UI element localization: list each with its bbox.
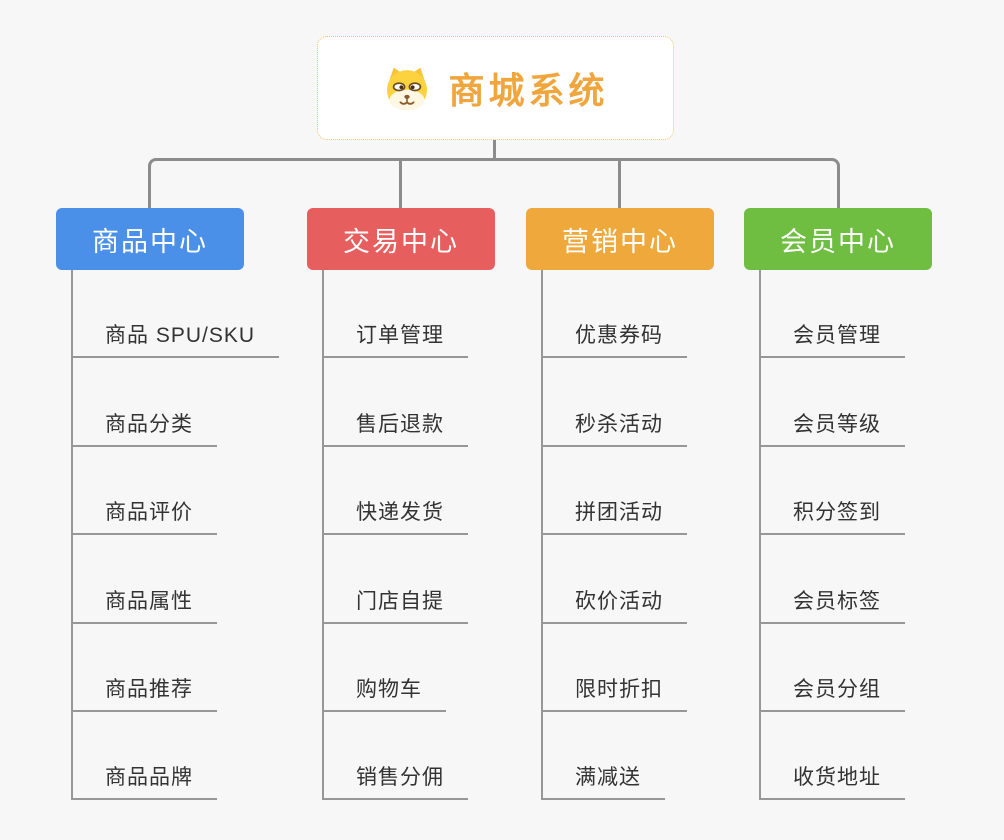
connector-horizontal-bar — [158, 158, 828, 161]
leaf-node[interactable]: 商品推荐 — [71, 624, 279, 712]
leaf-node-label: 订单管理 — [322, 319, 468, 359]
leaf-node-label: 会员分组 — [759, 673, 905, 712]
leaf-node-label: 秒杀活动 — [541, 408, 687, 447]
leaf-node-label: 满减送 — [541, 761, 665, 801]
leaf-node[interactable]: 商品 SPU/SKU — [71, 270, 280, 359]
leaf-node-label: 收货地址 — [759, 761, 905, 801]
branch-label: 营销中心 — [562, 226, 678, 257]
connector-drop-trade — [399, 158, 402, 208]
leaf-node-label: 优惠券码 — [541, 319, 687, 359]
leaf-list-trade-center: 订单管理 售后退款 快递发货 门店自提 购物车 销售分佣 — [322, 270, 468, 801]
leaf-node-label: 商品推荐 — [71, 673, 217, 712]
leaf-node[interactable]: 收货地址 — [759, 712, 905, 801]
leaf-node-label: 销售分佣 — [322, 761, 468, 801]
leaf-node[interactable]: 会员分组 — [759, 624, 905, 712]
branch-node-marketing-center[interactable]: 营销中心 — [526, 208, 714, 270]
leaf-node-label: 商品 SPU/SKU — [71, 319, 280, 359]
connector-corner-right — [824, 158, 840, 208]
leaf-node[interactable]: 商品分类 — [71, 358, 279, 447]
leaf-node[interactable]: 限时折扣 — [541, 624, 687, 712]
dog-face-icon — [382, 65, 432, 112]
leaf-node[interactable]: 会员等级 — [759, 358, 905, 447]
leaf-node-label: 门店自提 — [322, 585, 468, 624]
leaf-node-label: 限时折扣 — [541, 673, 687, 712]
leaf-node[interactable]: 门店自提 — [322, 535, 468, 624]
branch-label: 交易中心 — [343, 226, 459, 257]
leaf-node[interactable]: 购物车 — [322, 624, 468, 712]
leaf-node[interactable]: 商品品牌 — [71, 712, 279, 801]
leaf-node[interactable]: 会员管理 — [759, 270, 905, 359]
leaf-node[interactable]: 积分签到 — [759, 447, 905, 536]
leaf-node-label: 商品品牌 — [71, 761, 217, 801]
leaf-node[interactable]: 快递发货 — [322, 447, 468, 536]
leaf-node[interactable]: 商品属性 — [71, 535, 279, 624]
leaf-node-label: 会员管理 — [759, 319, 905, 359]
leaf-node[interactable]: 售后退款 — [322, 358, 468, 447]
leaf-node[interactable]: 秒杀活动 — [541, 358, 687, 447]
branch-label: 商品中心 — [92, 226, 208, 257]
branch-node-product-center[interactable]: 商品中心 — [56, 208, 244, 270]
branch-node-member-center[interactable]: 会员中心 — [744, 208, 932, 270]
connector-drop-marketing — [618, 158, 621, 208]
leaf-list-marketing-center: 优惠券码 秒杀活动 拼团活动 砍价活动 限时折扣 满减送 — [541, 270, 687, 801]
leaf-node[interactable]: 商品评价 — [71, 447, 279, 536]
leaf-node-label: 购物车 — [322, 673, 446, 712]
leaf-node-label: 商品属性 — [71, 585, 217, 624]
leaf-node[interactable]: 拼团活动 — [541, 447, 687, 536]
leaf-node-label: 售后退款 — [322, 408, 468, 447]
leaf-node-label: 会员标签 — [759, 585, 905, 624]
leaf-node-label: 会员等级 — [759, 408, 905, 447]
leaf-node-label: 拼团活动 — [541, 496, 687, 536]
leaf-node-label: 快递发货 — [322, 496, 468, 536]
leaf-node[interactable]: 砍价活动 — [541, 535, 687, 624]
root-node[interactable]: 商城系统 — [317, 36, 674, 140]
connector-root-stem — [493, 140, 496, 160]
leaf-node-label: 商品评价 — [71, 496, 217, 536]
leaf-list-member-center: 会员管理 会员等级 积分签到 会员标签 会员分组 收货地址 — [759, 270, 905, 801]
leaf-node[interactable]: 销售分佣 — [322, 712, 468, 801]
leaf-node[interactable]: 订单管理 — [322, 270, 468, 359]
connector-corner-left — [148, 158, 164, 208]
leaf-node-label: 积分签到 — [759, 496, 905, 536]
leaf-node-label: 商品分类 — [71, 408, 217, 447]
leaf-list-product-center: 商品 SPU/SKU 商品分类 商品评价 商品属性 商品推荐 商品品牌 — [71, 270, 280, 801]
leaf-node-label: 砍价活动 — [541, 585, 687, 624]
leaf-node[interactable]: 满减送 — [541, 712, 687, 801]
leaf-node[interactable]: 会员标签 — [759, 535, 905, 624]
root-node-label: 商城系统 — [448, 70, 609, 111]
branch-node-trade-center[interactable]: 交易中心 — [307, 208, 495, 270]
leaf-node[interactable]: 优惠券码 — [541, 270, 687, 359]
branch-label: 会员中心 — [780, 226, 896, 257]
